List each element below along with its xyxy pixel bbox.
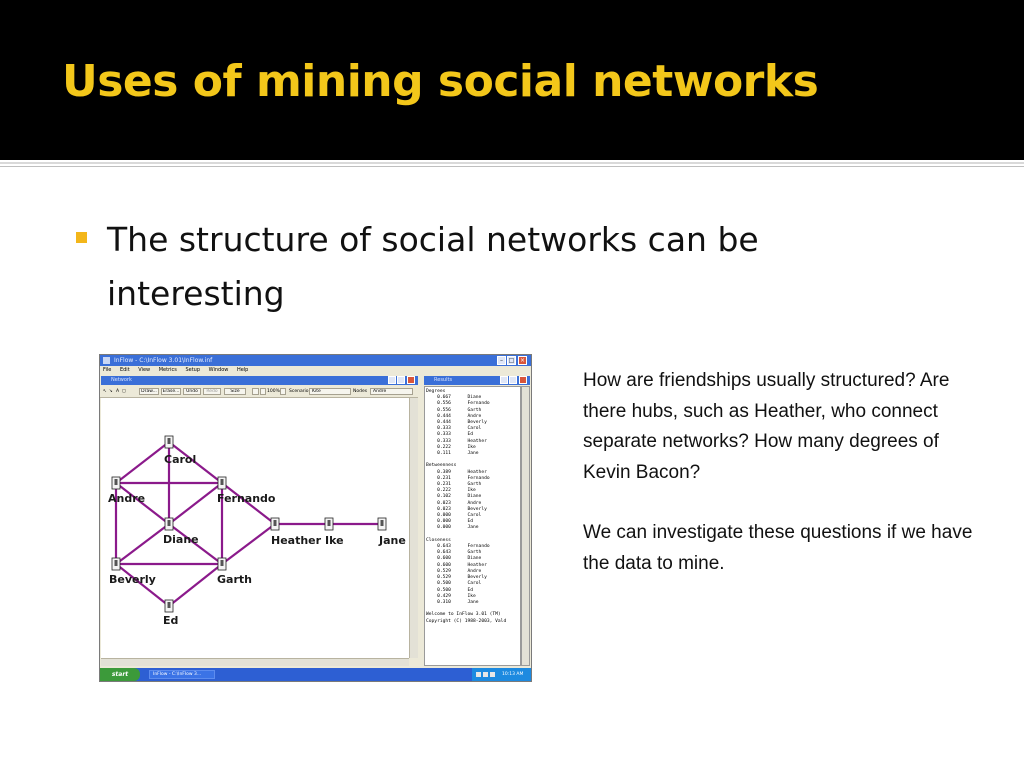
- menu-edit[interactable]: Edit: [119, 367, 130, 373]
- menu-help[interactable]: Help: [236, 367, 249, 373]
- network-window-title-bar: Network: [101, 376, 418, 385]
- app-title-bar: InFlow - C:\InFlow 3.01\InFlow.inf – □ ×: [100, 355, 531, 366]
- taskbar: start InFlow - C:\InFlow 3... 10:13 AM: [100, 668, 531, 681]
- node-beverly[interactable]: [111, 557, 121, 571]
- tray-network-icon: [476, 672, 481, 677]
- nodes-label: Nodes: [353, 389, 368, 394]
- minimize-button[interactable]: –: [497, 356, 506, 365]
- zoom-tool-icon[interactable]: ◻: [122, 389, 126, 394]
- bullet-text: The structure of social networks can be …: [107, 220, 759, 313]
- node-label-andre: Andre: [108, 492, 145, 505]
- zoom-down-button[interactable]: [252, 388, 259, 395]
- results-window-title: Results: [434, 377, 453, 383]
- close-button[interactable]: ×: [518, 356, 527, 365]
- menu-setup[interactable]: Setup: [185, 367, 201, 373]
- node-fernando[interactable]: [217, 476, 227, 490]
- edge-carol-fernando: [168, 441, 223, 484]
- title-band: Uses of mining social networks: [0, 0, 1024, 160]
- menu-window[interactable]: Window: [208, 367, 229, 373]
- node-ed[interactable]: [164, 599, 174, 613]
- results-scrollbar[interactable]: [521, 386, 530, 666]
- node-label-ike: Ike: [325, 534, 344, 547]
- results-close-button[interactable]: [519, 376, 527, 384]
- menu-bar: File Edit View Metrics Setup Window Help: [100, 366, 531, 374]
- node-label-heather: Heather: [271, 534, 322, 547]
- network-window-title: Network: [111, 377, 132, 383]
- results-maximize-button[interactable]: [509, 376, 517, 384]
- edge-diane-garth: [168, 523, 223, 565]
- side-note: How are friendships usually structured? …: [583, 366, 983, 579]
- edge-diane-beverly: [115, 523, 170, 565]
- link-tool-icon[interactable]: ↘: [109, 389, 113, 394]
- network-close-button[interactable]: [407, 376, 415, 384]
- menu-view[interactable]: View: [138, 367, 151, 373]
- system-tray: 10:13 AM: [472, 668, 531, 681]
- scenario-checkbox[interactable]: [280, 388, 286, 395]
- zoom-spinner[interactable]: [260, 388, 266, 395]
- redo-button[interactable]: Redo: [203, 388, 221, 395]
- scenario-select[interactable]: Kite: [309, 388, 351, 395]
- tray-volume-icon: [483, 672, 488, 677]
- scenario-label: Scenario: [289, 389, 309, 394]
- node-ike[interactable]: [324, 517, 334, 531]
- network-toolbar: ↖ ↘ A ◻ Draw... Erase... Undo Redo Size …: [100, 386, 418, 398]
- edge-beverly-ed: [115, 563, 170, 607]
- network-minimize-button[interactable]: [388, 376, 396, 384]
- app-icon: [103, 357, 110, 364]
- network-maximize-button[interactable]: [397, 376, 405, 384]
- tray-security-icon: [490, 672, 495, 677]
- app-window-title: InFlow - C:\InFlow 3.01\InFlow.inf: [114, 357, 213, 364]
- divider-line-thin: [0, 166, 1024, 167]
- size-dropdown[interactable]: Size: [224, 388, 246, 395]
- side-note-paragraph-1: How are friendships usually structured? …: [583, 370, 950, 483]
- select-tool-icon[interactable]: ↖: [103, 389, 107, 394]
- bullet-square-icon: [76, 232, 87, 243]
- zoom-level: 100%: [267, 389, 280, 394]
- results-pane: Degrees 0.667 Diane 0.556 Fernando 0.556…: [424, 386, 521, 666]
- edge-garth-heather: [221, 523, 276, 565]
- tray-clock: 10:13 AM: [502, 672, 524, 677]
- node-carol[interactable]: [164, 435, 174, 449]
- network-horizontal-scrollbar[interactable]: [101, 658, 409, 666]
- results-text: Degrees 0.667 Diane 0.556 Fernando 0.556…: [426, 389, 507, 624]
- maximize-button[interactable]: □: [507, 356, 516, 365]
- results-window-title-bar: Results: [424, 376, 530, 385]
- undo-button[interactable]: Undo: [183, 388, 201, 395]
- node-garth[interactable]: [217, 557, 227, 571]
- node-label-ed: Ed: [163, 614, 178, 627]
- node-heather[interactable]: [270, 517, 280, 531]
- taskbar-item-inflow[interactable]: InFlow - C:\InFlow 3...: [149, 670, 215, 679]
- node-label-garth: Garth: [217, 573, 252, 586]
- node-diane[interactable]: [164, 517, 174, 531]
- erase-button[interactable]: Erase...: [161, 388, 181, 395]
- draw-button[interactable]: Draw...: [139, 388, 159, 395]
- edge-fernando-diane: [168, 482, 223, 525]
- text-tool-icon[interactable]: A: [116, 389, 120, 394]
- node-label-jane: Jane: [378, 534, 406, 547]
- edge-fernando-heather: [221, 482, 276, 525]
- edge-andre-diane: [115, 482, 170, 525]
- start-button[interactable]: start: [100, 668, 140, 681]
- node-label-diane: Diane: [163, 533, 199, 546]
- edge-carol-andre: [115, 441, 170, 484]
- side-note-paragraph-2: We can investigate these questions if we…: [583, 522, 973, 574]
- nodes-select[interactable]: Andre: [370, 388, 413, 395]
- node-label-beverly: Beverly: [109, 573, 156, 586]
- results-minimize-button[interactable]: [500, 376, 508, 384]
- node-label-fernando: Fernando: [217, 492, 276, 505]
- menu-metrics[interactable]: Metrics: [158, 367, 177, 373]
- node-andre[interactable]: [111, 476, 121, 490]
- network-vertical-scrollbar[interactable]: [409, 398, 418, 658]
- edge-garth-ed: [168, 563, 223, 607]
- slide-title: Uses of mining social networks: [62, 56, 819, 107]
- inflow-screenshot: InFlow - C:\InFlow 3.01\InFlow.inf – □ ×…: [99, 354, 532, 682]
- menu-file[interactable]: File: [103, 367, 112, 373]
- node-jane[interactable]: [377, 517, 387, 531]
- node-label-carol: Carol: [164, 453, 196, 466]
- divider-line: [0, 162, 1024, 164]
